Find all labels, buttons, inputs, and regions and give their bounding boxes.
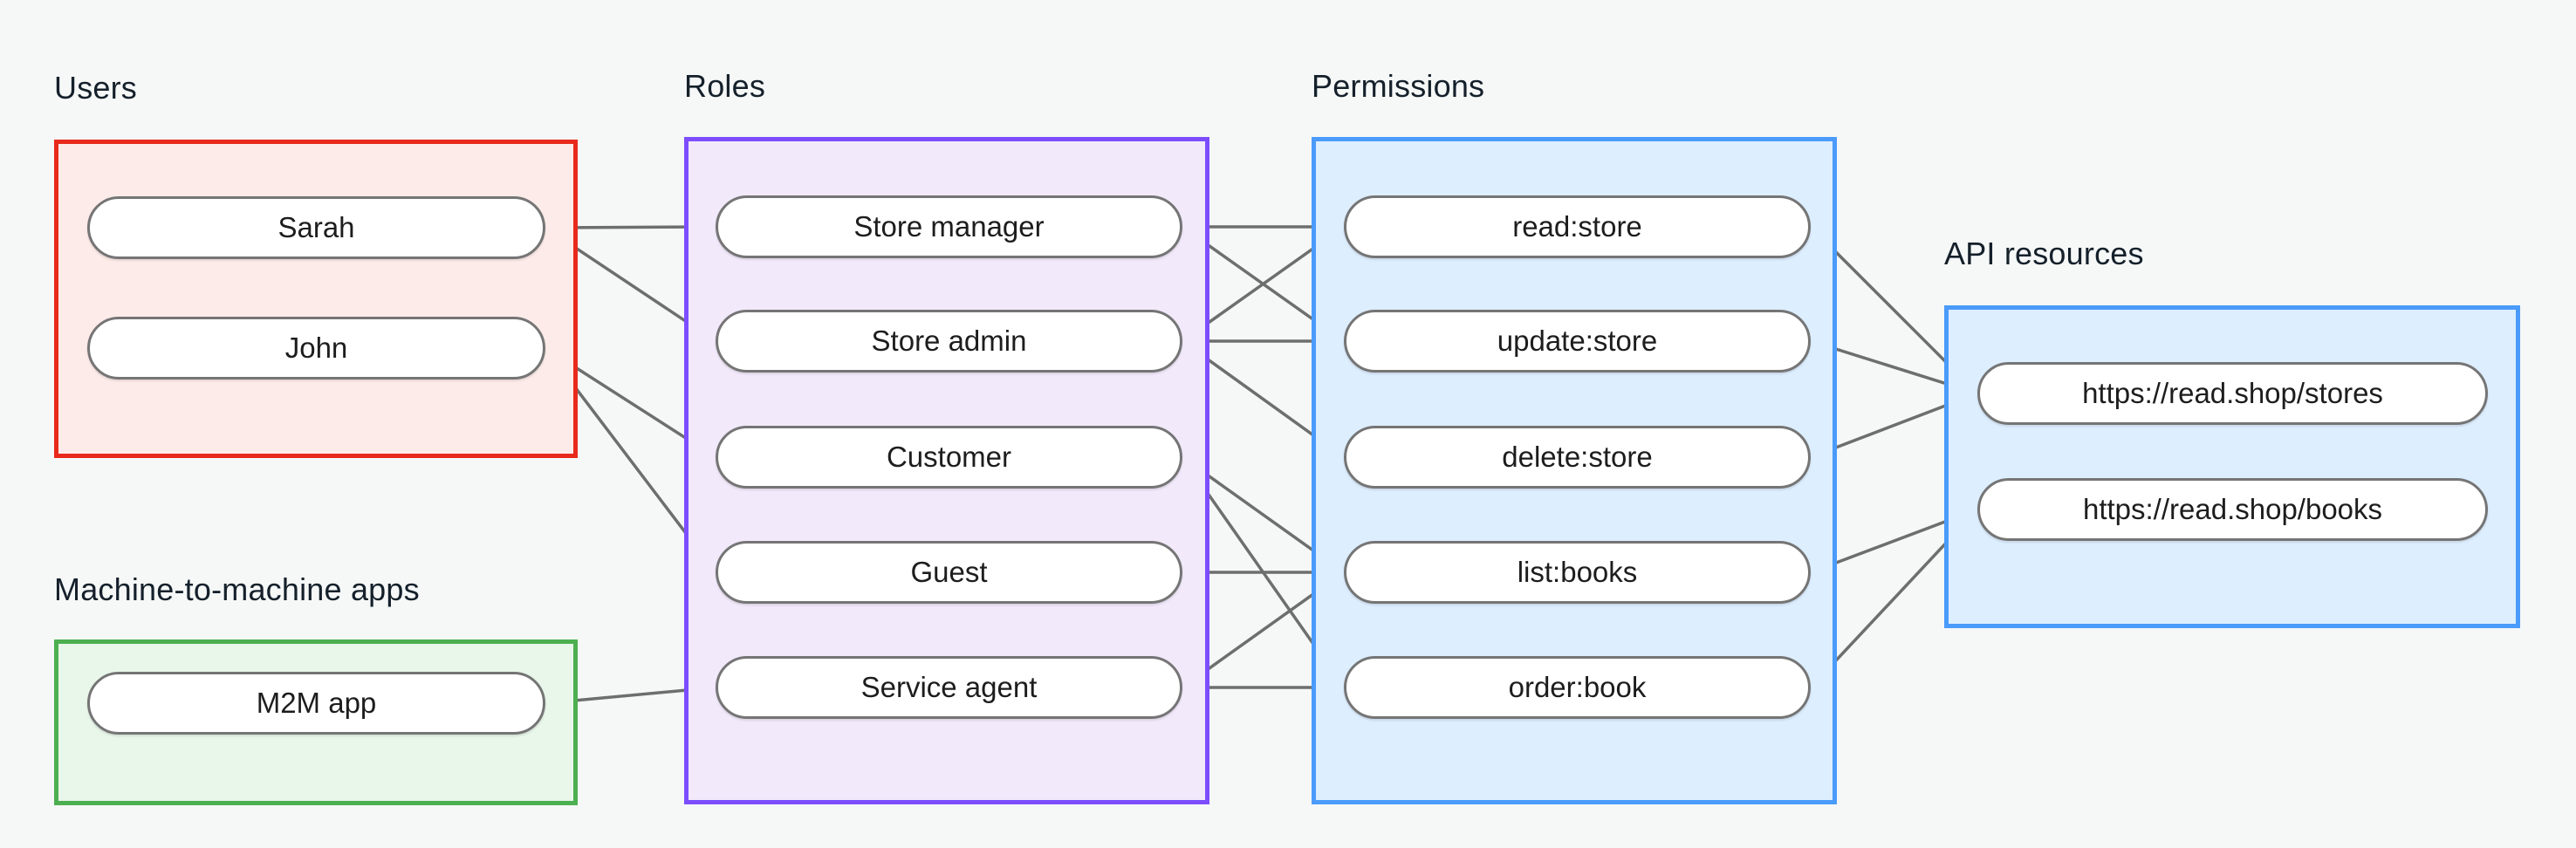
- group-title-permissions: Permissions: [1312, 68, 1485, 104]
- node-label-service_agent: Service agent: [860, 671, 1038, 703]
- node-read_store[interactable]: read:store: [1344, 195, 1811, 258]
- node-update_store[interactable]: update:store: [1344, 310, 1811, 373]
- group-title-users: Users: [54, 70, 138, 106]
- node-customer[interactable]: Customer: [716, 426, 1182, 489]
- node-label-store_admin: Store admin: [871, 325, 1027, 357]
- node-m2mapp[interactable]: M2M app: [87, 672, 545, 735]
- group-title-api_resources: API resources: [1944, 236, 2144, 271]
- node-label-john: John: [284, 332, 348, 364]
- node-res_books[interactable]: https://read.shop/books: [1977, 478, 2488, 541]
- node-label-order_book: order:book: [1508, 671, 1647, 703]
- node-label-list_books: list:books: [1517, 556, 1638, 588]
- group-title-m2m: Machine-to-machine apps: [54, 571, 420, 607]
- node-label-res_books: https://read.shop/books: [2082, 493, 2383, 525]
- node-service_agent[interactable]: Service agent: [716, 656, 1182, 719]
- node-sarah[interactable]: Sarah: [87, 196, 545, 259]
- node-list_books[interactable]: list:books: [1344, 541, 1811, 604]
- node-store_admin[interactable]: Store admin: [716, 310, 1182, 373]
- group-box-users: [54, 140, 578, 458]
- node-label-m2mapp: M2M app: [256, 687, 377, 719]
- node-label-delete_store: delete:store: [1502, 441, 1653, 473]
- node-label-guest: Guest: [910, 556, 988, 588]
- node-label-store_manager: Store manager: [853, 210, 1045, 243]
- node-order_book[interactable]: order:book: [1344, 656, 1811, 719]
- node-label-sarah: Sarah: [277, 211, 355, 243]
- node-label-customer: Customer: [886, 441, 1012, 473]
- node-label-update_store: update:store: [1497, 325, 1658, 357]
- node-res_stores[interactable]: https://read.shop/stores: [1977, 362, 2488, 425]
- node-store_manager[interactable]: Store manager: [716, 195, 1182, 258]
- node-label-read_store: read:store: [1512, 210, 1642, 243]
- node-label-res_stores: https://read.shop/stores: [2082, 377, 2383, 409]
- group-title-roles: Roles: [684, 68, 766, 104]
- node-delete_store[interactable]: delete:store: [1344, 426, 1811, 489]
- node-guest[interactable]: Guest: [716, 541, 1182, 604]
- node-john[interactable]: John: [87, 317, 545, 380]
- group-box-api_resources: [1944, 305, 2520, 628]
